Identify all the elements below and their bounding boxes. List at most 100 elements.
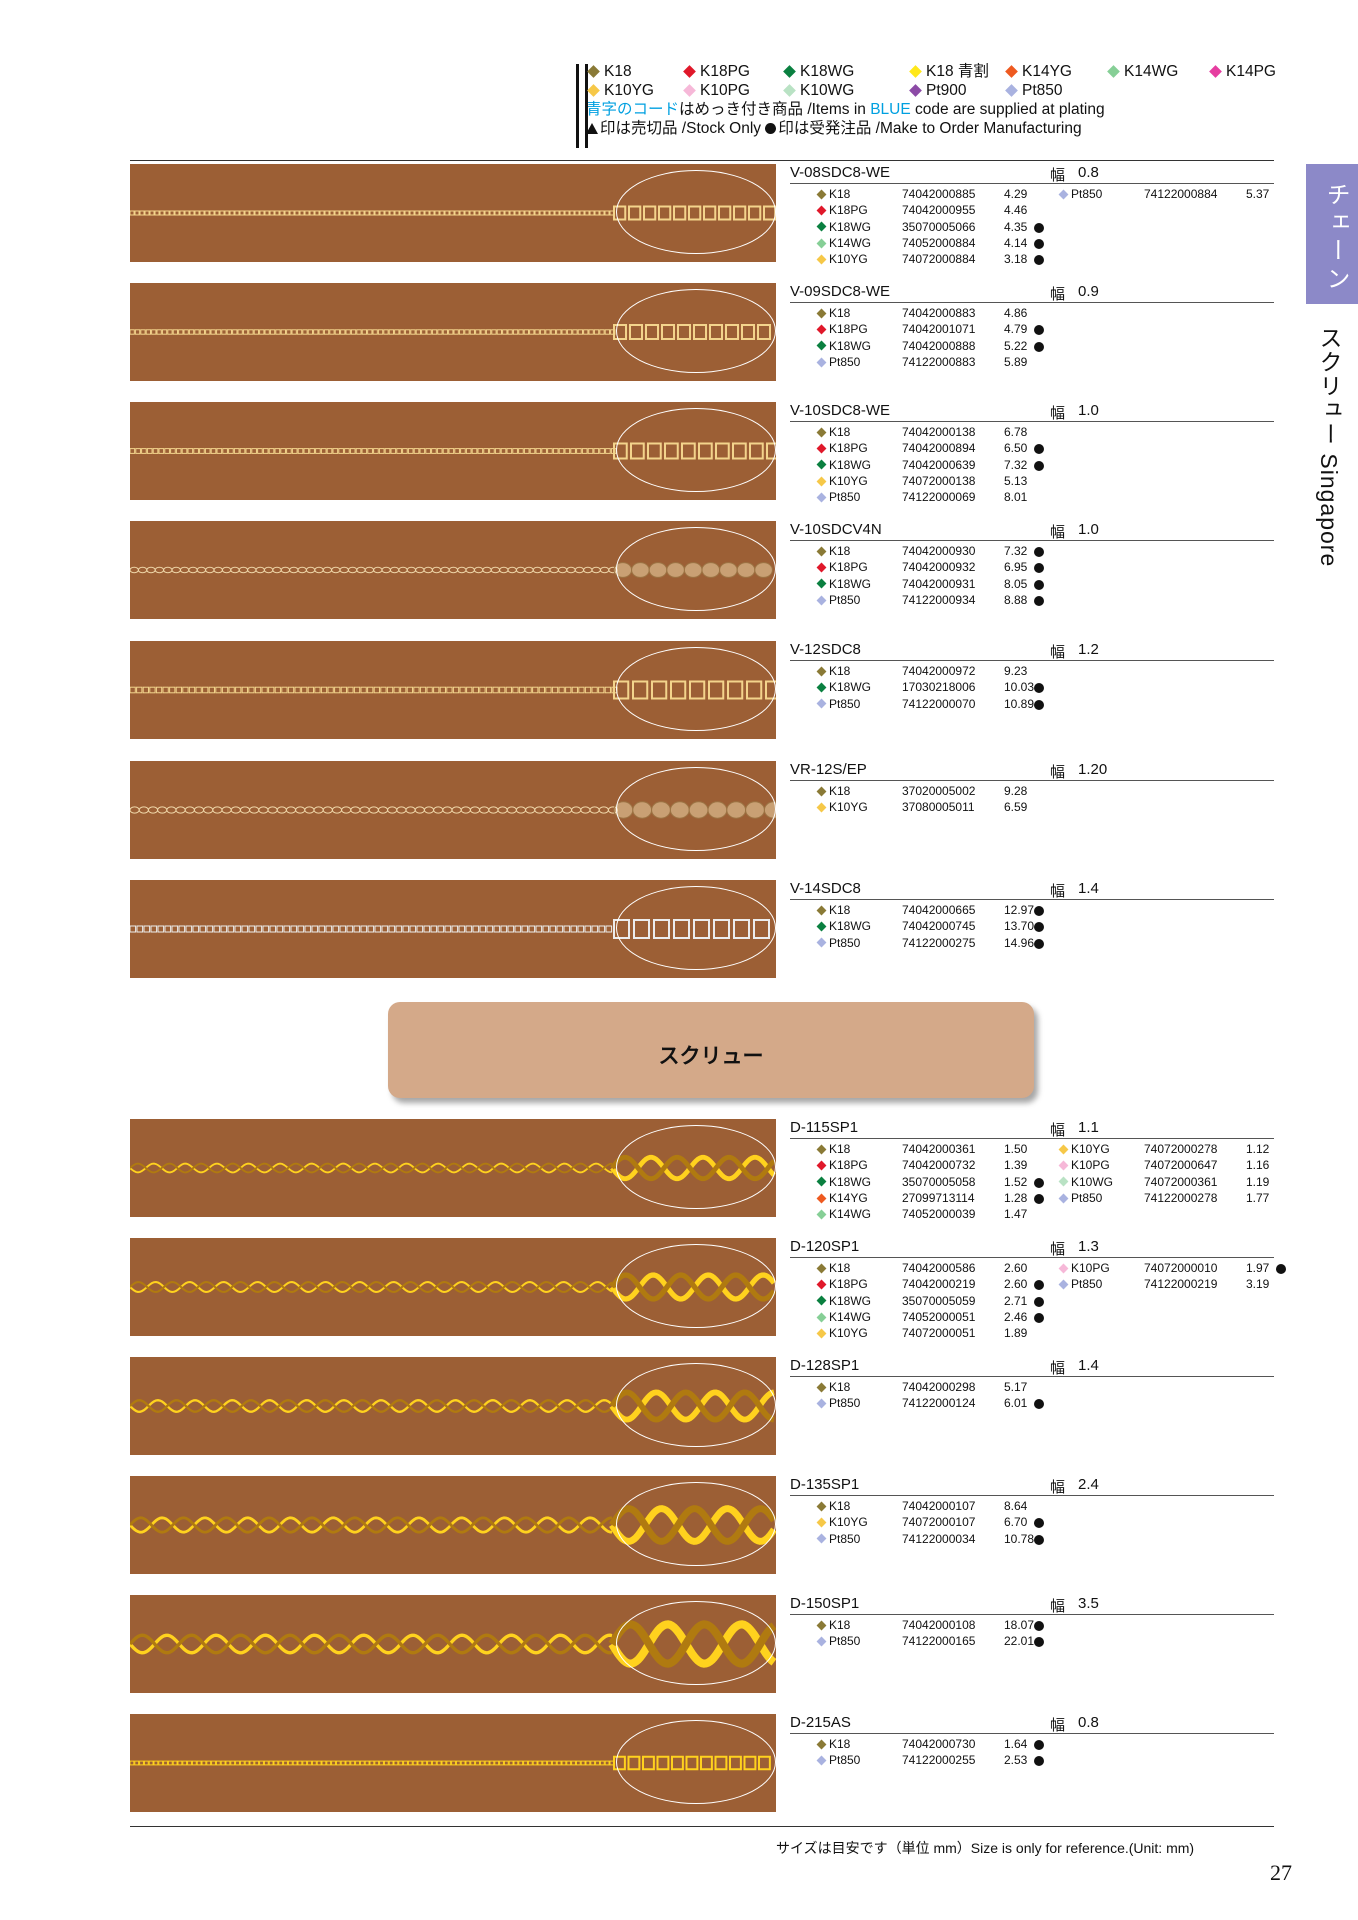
legend-item: K18 [586,62,632,81]
magnifier-circle [616,886,776,970]
diamond-icon [1058,189,1069,200]
legend-item: K10YG [586,81,654,100]
product-number: 74042000932 [902,560,976,575]
legend-item: K10WG [782,81,854,100]
legend-item: K14PG [1208,62,1276,81]
material-label: K18 [816,1379,850,1395]
product-code: D-215AS [790,1714,851,1731]
diamond-icon [816,546,827,557]
section-title: スクリュー [658,1045,764,1068]
diamond-icon [816,221,827,232]
legend-note-blue-code: 青字のコード [586,101,680,118]
material-name: K18WG [829,919,872,934]
legend-note-text-2: code are supplied at plating [910,101,1105,118]
material-name: K18 [829,187,851,201]
legend-item: K14WG [1106,62,1178,81]
diamond-icon [1107,65,1120,78]
material-name: K18WG [829,338,872,353]
diamond-icon [1058,1263,1069,1274]
legend-label: K10YG [604,82,654,99]
weight-value: 14.96 [1004,935,1035,950]
material-name: K18 [829,1261,851,1275]
material-label: Pt850 [816,1395,860,1411]
weight-value: 6.95 [1004,560,1028,575]
make-to-order-dot-icon [1034,1312,1044,1323]
width-value: 1.4 [1078,1357,1099,1374]
diamond-icon [816,357,827,368]
make-to-order-dot-icon [1034,1740,1044,1750]
material-label: K10YG [816,1514,868,1530]
material-label: K14YG [816,1190,868,1206]
product-number: 74042000138 [902,425,976,439]
entry-divider [790,1733,1274,1734]
width-label: 幅 [1050,1717,1066,1734]
diamond-icon [816,254,827,265]
material-name: K10YG [829,252,868,267]
product-number: 74042000883 [902,306,976,320]
legend-note-text: はめっき付き商品 /Items in [679,101,871,118]
material-name: K18 [829,1499,851,1513]
legend-item: K10PG [682,81,750,100]
product-number: 35070005058 [902,1174,976,1189]
weight-value: 4.86 [1004,306,1028,320]
magnifier-circle [616,170,776,254]
diamond-icon [816,682,827,693]
product-code: V-09SDC8-WE [790,283,891,300]
magnifier-circle [616,1363,776,1447]
material-label: K18WG [816,679,871,695]
product-code: D-115SP1 [790,1119,859,1136]
width-value: 0.8 [1078,164,1099,181]
chain-photo [130,521,776,619]
chain-photo [130,1595,776,1693]
weight-value: 5.22 [1004,338,1028,353]
legend-label: K18PG [700,63,750,80]
material-name: K10PG [1071,1158,1110,1173]
width-value: 1.0 [1078,402,1099,419]
product-number: 74122000219 [1144,1277,1218,1292]
product-number: 74042000108 [902,1618,976,1632]
product-number: 74122000884 [1144,187,1218,201]
weight-value: 1.77 [1246,1190,1270,1205]
material-label: K10YG [816,799,868,815]
product-number: 74122000255 [902,1753,976,1768]
weight-value: 4.35 [1004,219,1028,234]
weight-value: 2.60 [1004,1261,1028,1275]
product-number: 74122000934 [902,592,976,607]
entry-divider [790,540,1274,541]
weight-value: 4.14 [1004,235,1028,250]
weight-value: 1.47 [1004,1207,1028,1222]
product-code: V-14SDC8 [790,880,861,897]
make-to-order-dot-icon [1034,1756,1044,1767]
entry-divider [790,1376,1274,1377]
material-label: K18 [816,1736,850,1752]
diamond-icon [816,459,827,470]
weight-value: 10.78 [1004,1531,1035,1546]
legend-label: K18 青割 [926,63,989,80]
weight-value: 5.37 [1246,187,1270,201]
width-value: 1.4 [1078,880,1099,897]
diamond-icon [816,905,827,916]
weight-value: 9.23 [1004,664,1028,678]
material-label: Pt850 [816,1531,861,1547]
material-name: Pt850 [829,1531,861,1546]
material-name: K18 [829,544,851,558]
chain-photo [130,1714,776,1812]
material-label: K18 [816,305,850,321]
magnifier-circle [616,1601,776,1685]
material-label: K18WG [816,1293,871,1309]
material-label: K18WG [816,918,872,934]
product-number: 74042000972 [902,664,976,678]
entry-divider [790,899,1274,900]
weight-value: 2.71 [1004,1293,1028,1308]
legend-label: K18 [604,63,632,80]
material-label: K18WG [816,219,871,235]
material-label: K14WG [816,235,871,251]
diamond-icon [816,1533,827,1544]
